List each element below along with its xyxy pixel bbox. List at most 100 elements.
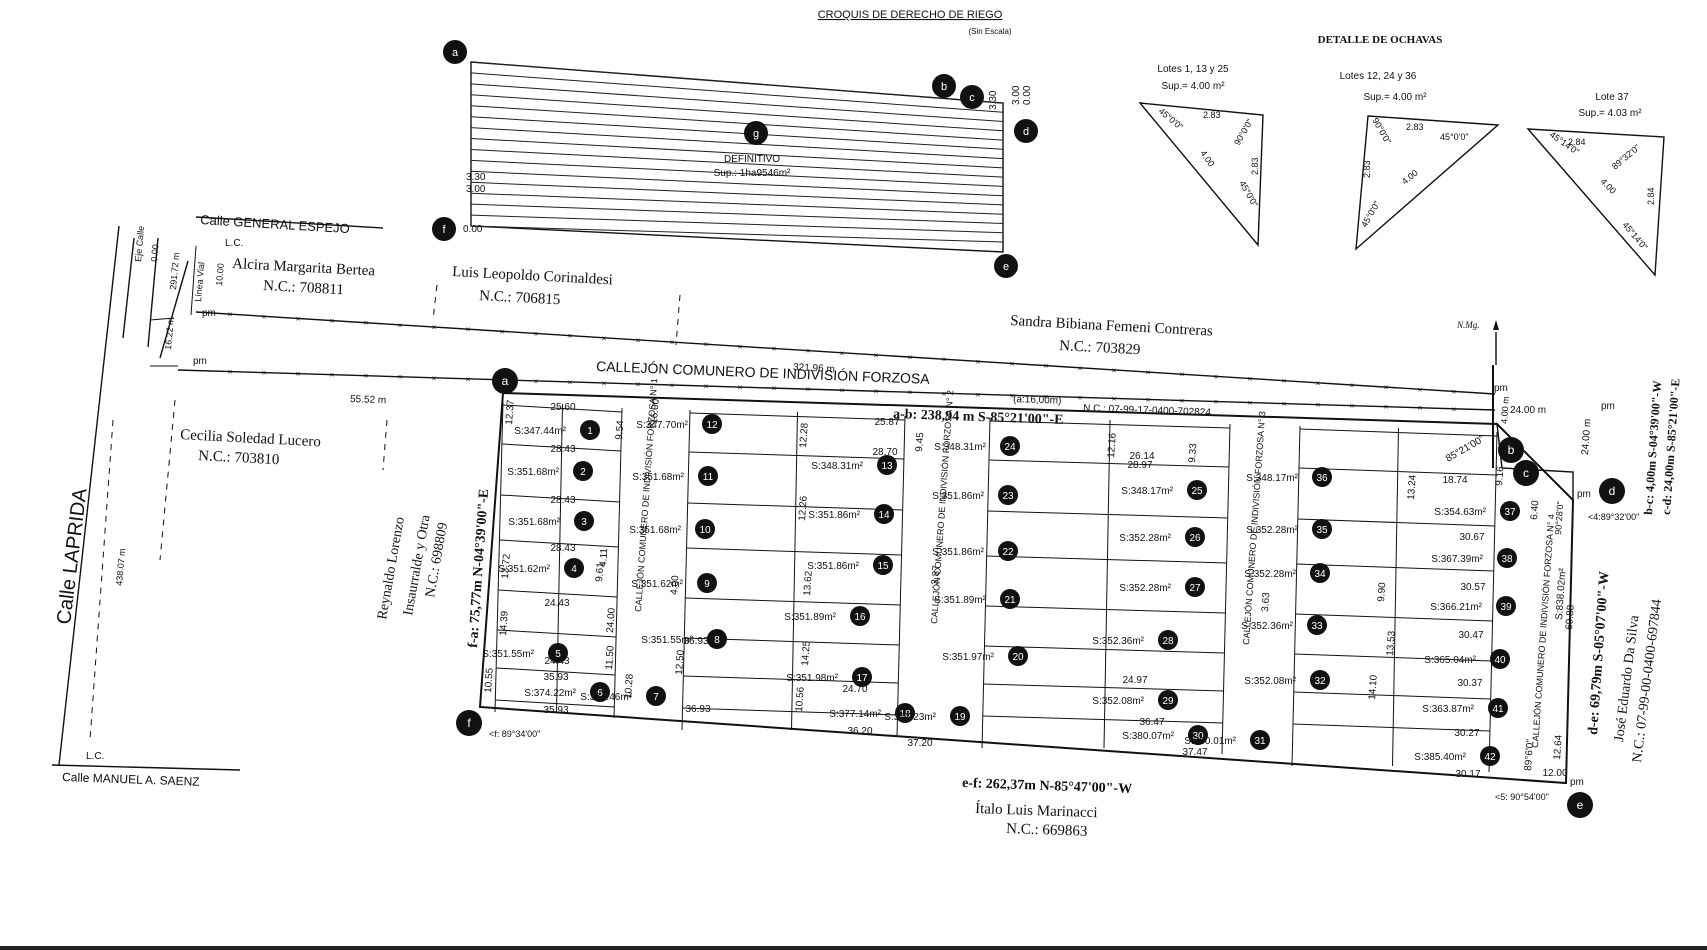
riego-node-letter: f — [442, 224, 446, 236]
fence-mark: × — [738, 383, 743, 392]
lot-number: 36 — [1316, 473, 1328, 484]
riego-hatch — [470, 61, 1004, 243]
fence-mark: × — [1350, 402, 1355, 411]
fence-mark: × — [364, 372, 369, 381]
riego-node-letter: b — [941, 81, 947, 93]
riego-node: e — [994, 254, 1018, 278]
lot-depth: 10.56 — [794, 686, 807, 712]
ochava-1-angle-c: 45°0'0" — [1237, 179, 1260, 209]
fence-mark: × — [1010, 360, 1015, 369]
lot-number: 37 — [1504, 507, 1516, 518]
riego-node: g — [744, 121, 768, 145]
ochava-2-dim-a: 2.83 — [1406, 122, 1424, 132]
lot-width: 30.47 — [1458, 630, 1483, 641]
lot-depth: 10.55 — [483, 667, 496, 693]
lot-number: 8 — [714, 635, 720, 646]
fence-mark: × — [1146, 368, 1151, 377]
ochava-2-angle-a: 90°0'0" — [1370, 116, 1393, 146]
parcel-node: b — [1498, 437, 1524, 463]
parcel-node: c — [1513, 460, 1539, 486]
lot-width: 30.37 — [1457, 678, 1482, 689]
lot-width: 30.17 — [1455, 769, 1480, 780]
fence-mark: × — [1418, 404, 1423, 413]
fence-mark: × — [1248, 399, 1253, 408]
lot-surface: S:348.31m² — [934, 442, 986, 453]
lot-depth: 12.37 — [504, 399, 517, 425]
lot-surface: S:363.87m² — [1422, 704, 1474, 715]
parcel-node: e — [1567, 792, 1593, 818]
riego-node-letter: a — [452, 47, 459, 59]
lot-surface: S:354.63m² — [1434, 507, 1486, 518]
hatch-line — [470, 225, 1004, 243]
lot-row — [689, 412, 906, 421]
angle-d: <4:89°32'00" — [1588, 512, 1639, 522]
fence-mark: × — [840, 386, 845, 395]
fence-mark: × — [704, 340, 709, 349]
pm-2: pm — [193, 356, 207, 367]
ochava-1-dim-b: 4.00 — [1198, 148, 1216, 168]
block-edge — [681, 409, 691, 731]
lot-surface: S:351.86m² — [932, 491, 984, 502]
fence-mark: × — [602, 379, 607, 388]
lot-number: 1 — [587, 426, 593, 437]
dist-400: 4.00 m — [1499, 396, 1511, 424]
lot-surface: S:352.28m² — [1119, 583, 1171, 594]
lot-number: 23 — [1002, 491, 1014, 502]
lot-row — [500, 494, 620, 503]
street-lines — [51, 216, 681, 771]
pm-3: pm — [1494, 383, 1508, 394]
hatch-line — [470, 159, 1004, 187]
pm-5: pm — [1577, 489, 1591, 500]
fence-mark: × — [466, 375, 471, 384]
lot-surface: S:377.14m² — [829, 709, 881, 720]
lot-row — [501, 443, 622, 452]
hatch-line — [470, 116, 1004, 150]
lot-number: 2 — [580, 467, 586, 478]
fence-mark: × — [806, 385, 811, 394]
fence-mark: × — [1350, 381, 1355, 390]
dist-291: 291.72 m — [168, 252, 181, 290]
ochava-3-sup: Sup.= 4.03 m² — [1578, 108, 1642, 119]
fence-mark: × — [976, 390, 981, 399]
lot-number: 24 — [1004, 442, 1016, 453]
fence-mark: × — [1214, 398, 1219, 407]
fence-mark: × — [1452, 387, 1457, 396]
lot-width: 24.43 — [544, 656, 569, 667]
lot: S:348.31m² 24 — [934, 436, 1020, 456]
lot-depth: 9.90 — [1376, 582, 1388, 603]
lot-width: 28.43 — [550, 495, 575, 506]
lot-number: 3 — [581, 517, 587, 528]
fence-mark: × — [568, 332, 573, 341]
lot-surface: S:347.44m² — [514, 426, 566, 437]
fence-mark: × — [636, 336, 641, 345]
lot-width: 28.97 — [1127, 460, 1152, 471]
lot-surface: S:352.36m² — [1092, 636, 1144, 647]
pm-1: pm — [202, 308, 216, 319]
ochava-3-lotes: Lote 37 — [1595, 92, 1629, 103]
parcel-node: d — [1599, 478, 1625, 504]
lot-width: 36.47 — [1139, 717, 1164, 728]
lot-row — [496, 667, 616, 676]
ochava-3-dim-a: 2.84 — [1568, 137, 1586, 147]
neighbor-4-name: Cecilia Soledad Lucero — [180, 427, 321, 450]
riego-node: c — [960, 85, 984, 109]
lot-number: 40 — [1494, 655, 1506, 666]
lot-row — [984, 645, 1225, 654]
ochava-detail-1: Lotes 1, 13 y 25 Sup.= 4.00 m² 45°0'0" 2… — [1138, 64, 1264, 247]
riego-definitivo: DEFINITIVO — [724, 154, 780, 165]
lot-number: 15 — [877, 561, 889, 572]
fence-mark: × — [330, 317, 335, 326]
fence-mark: × — [432, 323, 437, 332]
fence-mark: × — [364, 319, 369, 328]
riego-dim-5: 3.00 — [1011, 85, 1022, 105]
